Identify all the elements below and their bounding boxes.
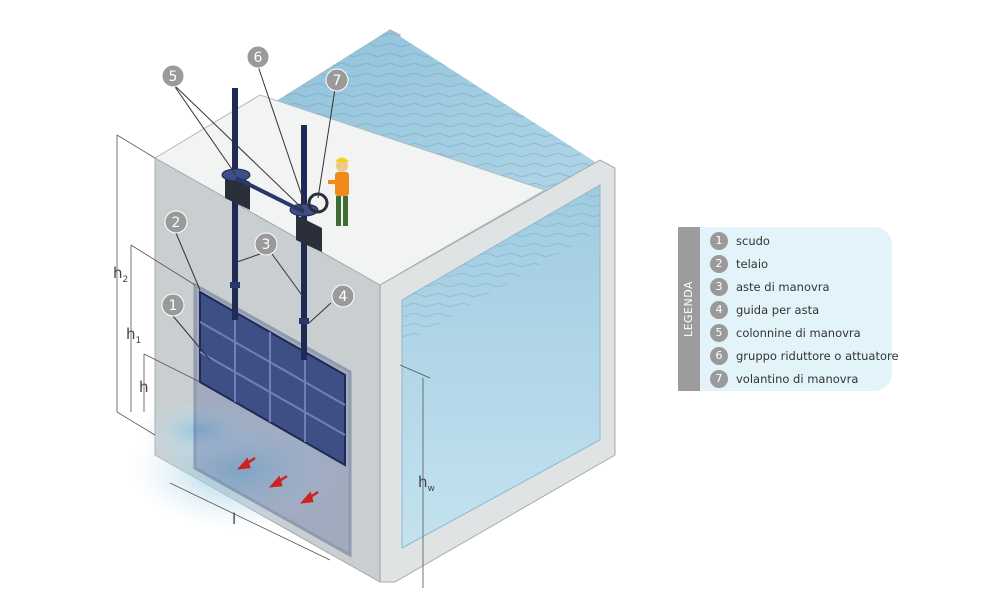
dimension-lines <box>116 134 431 588</box>
legend-item: 7 volantino di manovra <box>710 367 899 390</box>
legend-number: 6 <box>710 346 728 365</box>
callout-7: 7 <box>325 68 349 92</box>
svg-text:h1: h1 <box>126 325 141 346</box>
callout-4: 4 <box>331 284 355 308</box>
legend-title-bar: LEGENDA <box>678 227 700 391</box>
legend-panel: LEGENDA 1 scudo 2 telaio 3 aste di manov… <box>678 227 899 391</box>
svg-text:4: 4 <box>339 289 348 305</box>
svg-text:2: 2 <box>172 215 181 231</box>
svg-text:3: 3 <box>262 237 271 253</box>
worker-figure <box>328 157 349 226</box>
legend-number: 1 <box>710 231 728 250</box>
callout-3: 3 <box>254 232 278 256</box>
flow-arrows <box>236 456 319 504</box>
legend-item: 6 gruppo riduttore o attuatore <box>710 344 899 367</box>
legend-number: 7 <box>710 369 728 388</box>
downstream-channel <box>379 159 616 583</box>
legend-label: volantino di manovra <box>736 371 859 386</box>
legend-item: 2 telaio <box>710 252 899 275</box>
legend-number: 5 <box>710 323 728 342</box>
legend-title: LEGENDA <box>682 280 695 338</box>
svg-text:hw: hw <box>418 473 435 494</box>
svg-text:h2: h2 <box>113 264 128 285</box>
dimension-h: h <box>139 378 149 396</box>
legend-label: scudo <box>736 233 770 248</box>
svg-text:7: 7 <box>333 73 342 89</box>
svg-text:h: h <box>139 378 149 396</box>
legend-label: telaio <box>736 256 769 271</box>
legend-label: guida per asta <box>736 302 820 317</box>
legend-label: aste di manovra <box>736 279 830 294</box>
legend-number: 4 <box>710 300 728 319</box>
svg-text:5: 5 <box>169 69 178 85</box>
water-splash <box>130 400 350 530</box>
legend-item: 4 guida per asta <box>710 298 899 321</box>
callout-5: 5 <box>161 64 185 88</box>
dimension-h1: h1 <box>126 325 141 346</box>
svg-text:1: 1 <box>169 298 178 314</box>
legend-label: colonnine di manovra <box>736 325 861 340</box>
callout-2: 2 <box>164 210 188 234</box>
callout-1: 1 <box>161 293 185 317</box>
callout-6: 6 <box>246 45 270 69</box>
dimension-l: l <box>232 510 236 528</box>
dimension-h2: h2 <box>113 264 128 285</box>
gate-shield <box>199 290 346 467</box>
legend-list: 1 scudo 2 telaio 3 aste di manovra 4 gui… <box>710 229 899 390</box>
legend-item: 5 colonnine di manovra <box>710 321 899 344</box>
legend-number: 2 <box>710 254 728 273</box>
leader-lines <box>172 65 336 361</box>
legend-item: 1 scudo <box>710 229 899 252</box>
legend-label: gruppo riduttore o attuatore <box>736 348 899 363</box>
legend-item: 3 aste di manovra <box>710 275 899 298</box>
legend-number: 3 <box>710 277 728 296</box>
dimension-hw: hw <box>418 473 435 494</box>
svg-text:6: 6 <box>254 50 263 66</box>
svg-text:l: l <box>232 510 236 528</box>
